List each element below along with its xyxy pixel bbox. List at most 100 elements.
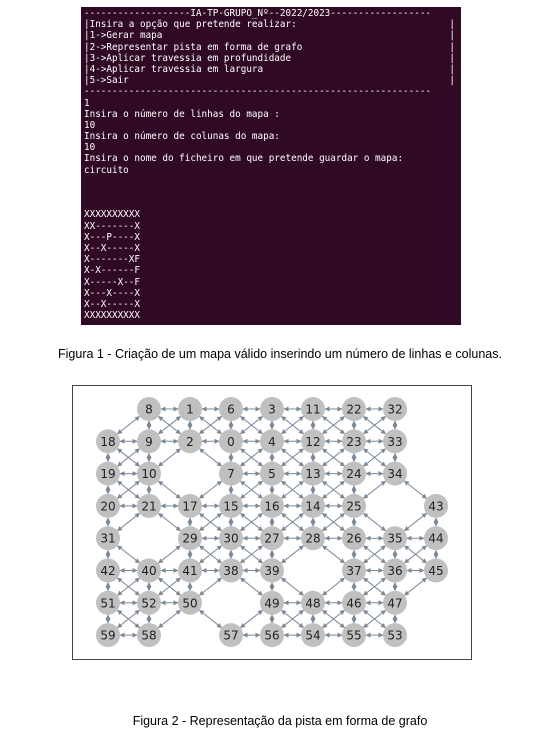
graph-node-label: 19 [100, 467, 115, 481]
graph-node-52: 52 [137, 590, 161, 615]
graph-node-label: 48 [305, 596, 320, 610]
graph-edge [158, 448, 181, 467]
graph-edge [199, 577, 222, 596]
graph-node-59: 59 [96, 623, 120, 648]
graph-node-circle [137, 397, 161, 421]
graph-edge [199, 480, 222, 499]
graph-node-label: 54 [305, 629, 320, 643]
graph-edge [158, 416, 181, 435]
map-row: XXXXXXXXXX [84, 209, 140, 221]
menu-separator: ----------------------------------------… [84, 86, 432, 98]
graph-node-circle [219, 526, 243, 551]
graph-node-label: 7 [227, 467, 235, 481]
graph-node-18: 18 [96, 429, 120, 454]
graph-node-label: 3 [268, 403, 276, 417]
session-rows-value: 10 [84, 119, 96, 131]
graph-node-circle [301, 623, 325, 648]
graph-node-44: 44 [424, 526, 448, 551]
graph-node-label: 49 [264, 596, 279, 610]
graph-node-circle [219, 623, 243, 648]
graph-node-51: 51 [96, 590, 120, 615]
graph-node-label: 45 [428, 564, 443, 578]
graph-node-57: 57 [219, 623, 243, 648]
graph-edge [199, 448, 222, 467]
graph-edge [158, 480, 181, 499]
graph-node-circle [219, 429, 243, 454]
graph-node-circle [424, 493, 448, 518]
graph-edge [199, 545, 222, 564]
graph-edge [363, 512, 386, 532]
graph-node-11: 11 [301, 397, 325, 421]
graph-node-label: 23 [346, 435, 361, 449]
graph-node-19: 19 [96, 461, 120, 486]
graph-node-55: 55 [342, 623, 366, 648]
session-rows-prompt: Insira o número de linhas do mapa : [84, 108, 280, 120]
graph-node-circle [342, 397, 366, 421]
graph-node-label: 24 [346, 467, 361, 481]
graph-node-15: 15 [219, 493, 243, 518]
graph-edge [322, 577, 345, 596]
graph-node-58: 58 [137, 623, 161, 648]
graph-node-label: 17 [182, 499, 197, 513]
graph-node-circle [383, 558, 407, 583]
graph-node-circle [260, 526, 284, 551]
graph-node-circle [342, 623, 366, 648]
graph-node-16: 16 [260, 493, 284, 518]
session-file-value: circuito [84, 164, 129, 176]
graph-node-circle [383, 397, 407, 421]
graph-node-circle [260, 461, 284, 486]
map-row: X--X-----X [84, 242, 140, 254]
graph-node-circle [301, 526, 325, 551]
graph-node-circle [301, 590, 325, 615]
graph-node-circle [96, 493, 120, 518]
graph-edge [281, 577, 304, 596]
graph-edge [158, 545, 181, 564]
graph-node-circle [260, 558, 284, 583]
graph-node-label: 8 [145, 403, 153, 417]
graph-node-41: 41 [178, 558, 202, 583]
graph-node-25: 25 [342, 493, 366, 518]
graph-node-9: 9 [137, 429, 161, 454]
graph-edge [404, 577, 427, 596]
graph-node-0: 0 [219, 429, 243, 454]
graph-node-50: 50 [178, 590, 202, 615]
graph-node-label: 25 [346, 499, 361, 513]
graph-node-circle [137, 461, 161, 486]
graph-node-circle [137, 590, 161, 615]
graph-node-46: 46 [342, 590, 366, 615]
graph-node-label: 40 [141, 564, 156, 578]
graph-node-label: 58 [141, 629, 156, 643]
graph-edge [363, 577, 386, 596]
graph-node-49: 49 [260, 590, 284, 615]
graph-node-circle [260, 623, 284, 648]
graph-node-circle [96, 623, 120, 648]
graph-node-label: 43 [428, 499, 443, 513]
graph-node-circle [342, 461, 366, 486]
graph-node-circle [96, 461, 120, 486]
graph-node-label: 28 [305, 532, 320, 546]
graph-node-label: 14 [305, 499, 320, 513]
graph-node-label: 21 [141, 499, 156, 513]
graph-node-8: 8 [137, 397, 161, 421]
graph-node-label: 50 [182, 596, 197, 610]
graph-node-38: 38 [219, 558, 243, 583]
graph-node-label: 22 [346, 403, 361, 417]
graph-node-56: 56 [260, 623, 284, 648]
graph-node-circle [383, 526, 407, 551]
graph-node-circle [260, 429, 284, 454]
graph-node-label: 27 [264, 532, 279, 546]
graph-node-13: 13 [301, 461, 325, 486]
graph-node-6: 6 [219, 397, 243, 421]
graph-node-circle [178, 397, 202, 421]
graph-edge [363, 545, 386, 564]
graph-node-label: 41 [182, 564, 197, 578]
graph-edge [322, 480, 345, 499]
menu-option-5: |5->Sair| [84, 75, 455, 87]
graph-node-label: 32 [387, 403, 402, 417]
graph-edge [240, 512, 263, 532]
graph-edge [158, 577, 181, 596]
graph-node-54: 54 [301, 623, 325, 648]
graph-edge [281, 609, 304, 629]
